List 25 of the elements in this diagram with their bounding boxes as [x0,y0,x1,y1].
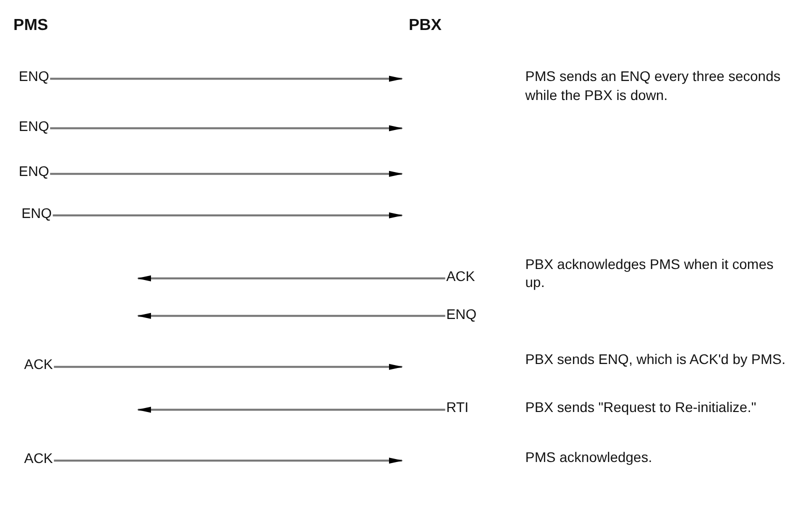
note-text: PBX sends ENQ, which is ACK'd by PMS. [525,351,786,368]
message-label: ACK [446,268,476,285]
message-label: ENQ [21,205,52,222]
message-label: ENQ [446,306,477,322]
message-label: ACK [24,356,53,374]
note-text: PBX sends "Request to Re-initialize." [525,399,756,416]
note-text: PBX acknowledges PMS when it comes up. [525,254,774,292]
arrow [50,76,403,82]
message-label: ACK [24,450,53,468]
arrow [137,275,446,282]
arrow [50,125,403,132]
arrow [54,458,403,464]
message-label: ENQ [18,163,50,180]
arrow [52,212,403,218]
message-label: ENQ [18,118,50,135]
message-label: RTI [446,399,469,416]
arrow [137,406,446,413]
column-heading: PMS [13,16,48,36]
message-label: ENQ [18,68,50,86]
arrow [54,364,403,370]
arrow [137,312,446,319]
arrow [50,170,403,177]
note-text: PMS sends an ENQ every three seconds while the PBX is down. [525,67,782,105]
column-heading: PBX [408,16,442,36]
note-text: PMS acknowledges. [525,448,652,466]
